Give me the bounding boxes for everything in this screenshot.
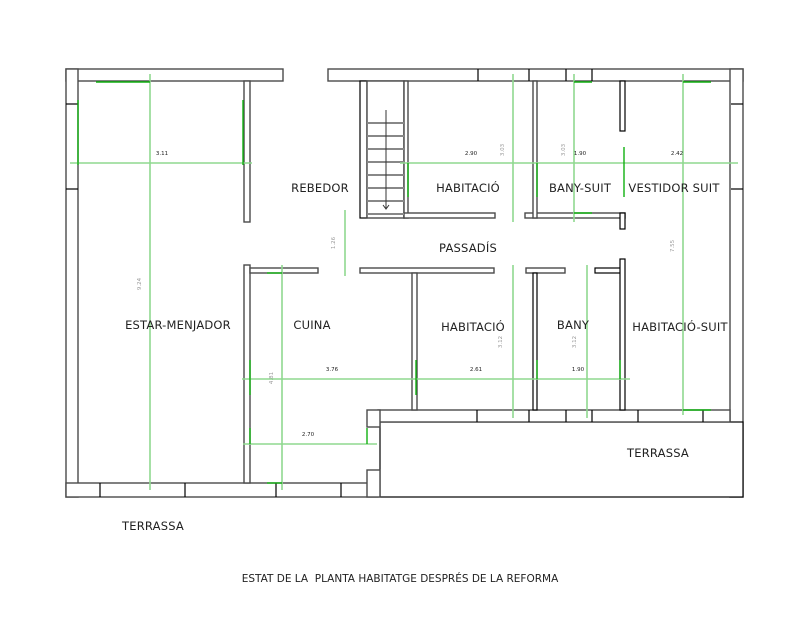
wall-top-left xyxy=(65,68,284,82)
staircase xyxy=(367,110,404,215)
wall-banysuit-bottom xyxy=(524,212,626,219)
wall-notch xyxy=(366,409,381,428)
wall-estar-lower xyxy=(243,264,251,484)
dim-cuina-lower-width: 2.70 xyxy=(302,432,315,438)
plan-caption: ESTAT DE LA PLANTA HABITATGE DESPRÉS DE … xyxy=(242,572,559,585)
room-habitacio-suit: HABITACIÓ-SUIT xyxy=(632,319,728,334)
dim-passadis-width: 1.26 xyxy=(331,236,337,249)
room-passadis: PASSADÍS xyxy=(439,240,497,255)
wall-cuina-top xyxy=(249,267,319,274)
room-cuina: CUINA xyxy=(293,318,330,332)
dim-bany-suit-depth: 3.03 xyxy=(561,143,567,156)
wall-vestidor-upper xyxy=(619,80,626,132)
dim-bany-width: 1.90 xyxy=(572,367,585,373)
room-habitacio-top: HABITACIÓ xyxy=(436,180,500,195)
dim-habitacio-bottom-width: 2.61 xyxy=(470,367,482,373)
room-vestidor-suit: VESTIDOR SUIT xyxy=(628,181,720,195)
wall-habitacio-left xyxy=(403,80,409,219)
wall-suit-left xyxy=(619,258,626,411)
wall-cuina-right xyxy=(411,272,418,411)
wall-bottom-left xyxy=(65,482,379,498)
dimension-lines xyxy=(70,74,738,490)
room-estar-menjador: ESTAR-MENJADOR xyxy=(125,318,231,332)
dim-cuina-width: 3.76 xyxy=(326,367,339,373)
wall-rooms-bottom xyxy=(377,409,731,423)
room-bany-suit: BANY-SUIT xyxy=(549,181,612,195)
dim-habitacio-top-width: 2.90 xyxy=(465,151,478,157)
dim-bany-depth: 3.12 xyxy=(572,336,578,348)
walls xyxy=(65,68,744,498)
wall-bany-left xyxy=(532,272,538,411)
dim-habitacio-top-depth: 3.03 xyxy=(500,143,506,156)
wall-bany-top xyxy=(525,267,566,274)
room-terrassa-left: TERRASSA xyxy=(121,519,184,533)
dim-cuina-length: 4.81 xyxy=(269,372,275,384)
dim-bany-suit-width: 1.90 xyxy=(574,151,587,157)
terrace-outline xyxy=(379,421,744,498)
wall-estar-upper xyxy=(243,80,251,223)
wall-suit-top xyxy=(594,267,623,274)
dim-suit-length: 7.55 xyxy=(670,239,676,252)
dim-estar-length: 9.24 xyxy=(137,277,143,290)
dim-habitacio-bottom-depth: 3.12 xyxy=(498,336,504,348)
wall-stair-left xyxy=(359,80,368,219)
room-rebedor: REBEDOR xyxy=(291,181,349,195)
wall-habitacio2-top xyxy=(359,267,495,274)
wall-notch-bottom xyxy=(366,469,381,498)
room-bany: BANY xyxy=(557,318,590,332)
windows xyxy=(66,69,743,497)
room-habitacio-bottom: HABITACIÓ xyxy=(441,319,505,334)
wall-banysuit-left xyxy=(532,80,538,219)
wall-left xyxy=(65,68,79,498)
wall-top-right xyxy=(327,68,744,82)
wall-vestidor-lower xyxy=(619,212,626,230)
wall-habitacio-bottom xyxy=(403,212,496,219)
dim-vestidor-width: 2.42 xyxy=(671,151,683,157)
room-terrassa-right: TERRASSA xyxy=(626,446,689,460)
dim-estar-width: 3.11 xyxy=(156,151,168,157)
